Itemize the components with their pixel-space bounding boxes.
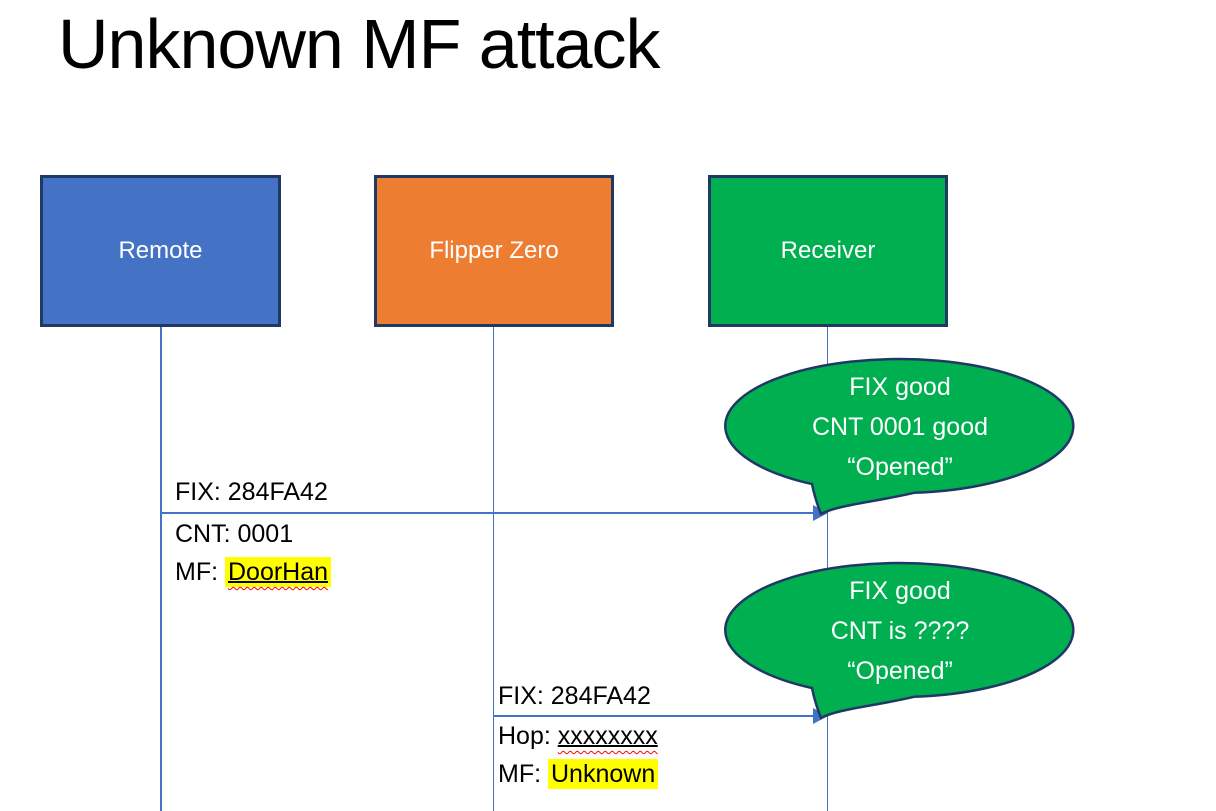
- lifeline-remote: [160, 327, 162, 811]
- message-2-mf-line: MF: Unknown: [498, 759, 659, 789]
- callout-1-line-2: CNT 0001 good: [811, 413, 989, 441]
- message-2-hop-line: Hop: xxxxxxxx: [498, 721, 658, 751]
- message-1-arrow-line: [161, 512, 816, 514]
- message-1-mf-underline: DoorHan: [228, 558, 328, 586]
- callout-1-line-1: FIX good: [849, 373, 951, 401]
- callout-1-text: FIX good CNT 0001 good “Opened”: [730, 367, 1070, 487]
- message-1-mf-value: DoorHan: [228, 558, 329, 586]
- callout-bubble-1-shape: [724, 357, 1075, 516]
- callout-bubble-2: [724, 561, 1075, 720]
- message-2-arrow-line: [493, 715, 816, 717]
- callout-2-text: FIX good CNT is ???? “Opened”: [730, 571, 1070, 691]
- message-2-hop-prefix: Hop:: [498, 722, 558, 750]
- actor-label-receiver: Receiver: [780, 237, 876, 264]
- message-1-cnt-value: 0001: [237, 520, 294, 548]
- message-2-mf-value-highlight: Unknown: [548, 759, 659, 789]
- message-1-fix-line: FIX: 284FA42: [175, 478, 328, 506]
- callout-2-line-1: FIX good: [849, 577, 951, 605]
- callout-bubble-2-shape: [724, 561, 1075, 720]
- message-2-mf-prefix: MF:: [498, 760, 548, 788]
- message-1-mf-prefix: MF:: [175, 558, 225, 586]
- actor-box-receiver: Receiver: [708, 175, 948, 327]
- message-2-hop-underline: xxxxxxxx: [558, 722, 658, 750]
- message-2-hop-value: xxxxxxxx: [557, 722, 658, 750]
- message-2-fix-line: FIX: 284FA42: [498, 682, 651, 710]
- callout-2-line-3: “Opened”: [847, 657, 953, 685]
- message-1-mf-highlight: DoorHan: [225, 557, 332, 587]
- message-1-mf-line: MF: DoorHan: [175, 557, 332, 587]
- actor-label-remote: Remote: [118, 237, 203, 264]
- callout-1-line-3: “Opened”: [847, 453, 953, 481]
- message-1-cnt-prefix: CNT:: [175, 520, 238, 548]
- actor-label-flipper-zero: Flipper Zero: [429, 237, 559, 264]
- actor-box-remote: Remote: [40, 175, 281, 327]
- lifeline-flipper-zero: [492, 327, 494, 811]
- slide-title: Unknown MF attack: [58, 5, 661, 83]
- callout-bubble-1: [724, 357, 1075, 516]
- callout-2-line-2: CNT is ????: [830, 617, 970, 645]
- actor-box-flipper-zero: Flipper Zero: [374, 175, 614, 327]
- message-1-cnt-line: CNT: 0001: [175, 519, 293, 549]
